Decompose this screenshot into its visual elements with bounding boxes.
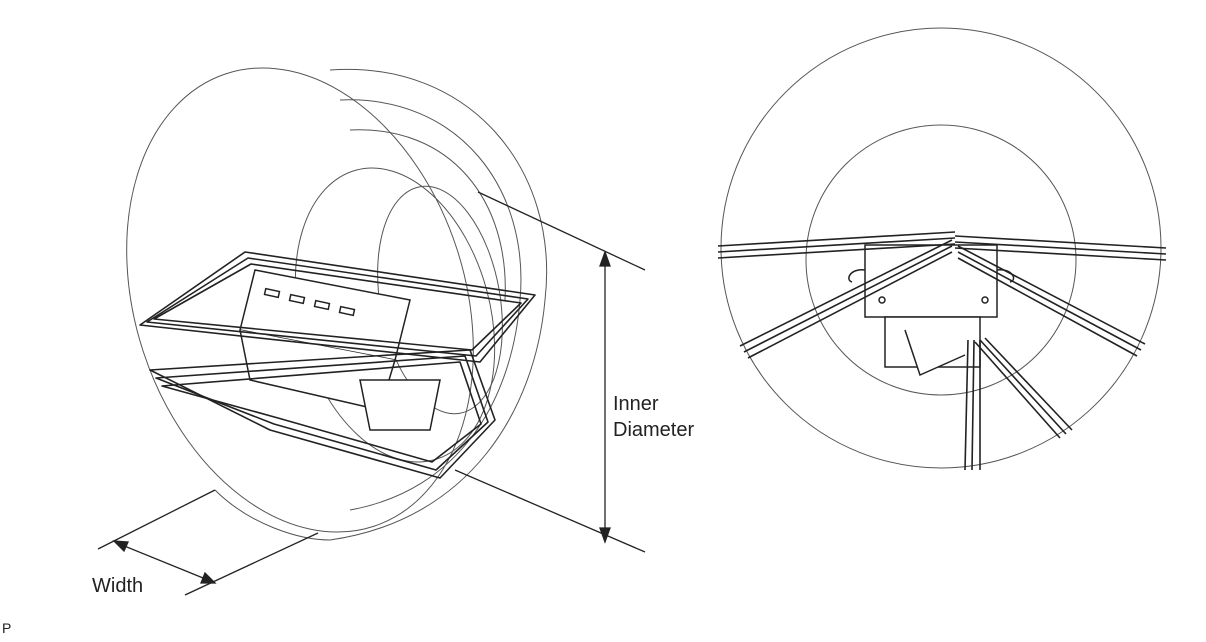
cable-band-lower-1 (149, 349, 496, 479)
mechanism-slot-1 (263, 287, 281, 299)
width-dimension (97, 489, 319, 596)
tire-tread-2 (349, 129, 506, 301)
width-line (121, 544, 209, 581)
right-cable-diag-1 (974, 341, 1061, 439)
width-ext-left (97, 489, 216, 550)
right-cable-left-3 (717, 243, 956, 259)
right-cable-lowleft-2 (743, 245, 953, 353)
cable-band-upper-3 (153, 263, 522, 351)
cable-band-lower-2 (155, 355, 489, 471)
inner-diameter-arrow-bottom (599, 527, 611, 544)
mechanism-lower (359, 379, 441, 431)
right-cable-down-1 (964, 339, 969, 471)
right-cable-down-2 (971, 339, 975, 471)
right-cable-lowleft-3 (747, 251, 953, 359)
right-cable-right-1 (954, 235, 1167, 249)
right-cable-left-2 (717, 237, 956, 253)
tire-bottom-sidewall (214, 489, 331, 541)
right-cable-diag-3 (984, 337, 1073, 431)
right-mechanism-bolt-2 (981, 296, 989, 304)
cable-band-upper-1 (139, 251, 536, 363)
width-label: Width (92, 575, 144, 597)
mechanism-slot-2 (288, 293, 306, 305)
inner-diameter-label-line2: Diameter (613, 419, 695, 441)
right-tire-inner (805, 124, 1077, 396)
right-mechanism-hook-left (848, 269, 866, 283)
right-cable-lowleft-1 (739, 239, 953, 347)
left-mechanism (239, 269, 441, 431)
width-arrow-right (200, 571, 217, 584)
right-cable-lowright-3 (957, 257, 1138, 357)
inner-diameter-dimension (454, 191, 646, 553)
inner-diameter-arrow-top (599, 250, 611, 267)
mechanism-slot-4 (338, 305, 356, 317)
right-cable-right-2 (954, 241, 1167, 255)
inner-diameter-ext-top (477, 191, 646, 271)
tire-outer-back (329, 68, 547, 541)
tire-outer-front (126, 67, 474, 533)
right-cable-lowright-2 (957, 251, 1142, 351)
left-cable-bands (139, 251, 536, 479)
mechanism-slot-3 (313, 299, 331, 311)
figure-code-label: P (2, 620, 12, 636)
width-arrow-left (112, 540, 129, 553)
right-cable-left-1 (717, 231, 956, 247)
right-mechanism (848, 244, 1015, 377)
right-mechanism-bracket (904, 329, 966, 377)
right-cable-right-3 (954, 247, 1167, 261)
cable-band-lower-3 (161, 361, 482, 463)
right-cable-lowright-1 (957, 245, 1146, 345)
right-cable-bands (717, 231, 1167, 471)
right-cable-diag-2 (979, 339, 1067, 435)
inner-diameter-label-line1: Inner (613, 393, 659, 415)
cable-band-upper-2 (146, 257, 529, 357)
right-mechanism-bolt-1 (878, 296, 886, 304)
width-ext-right (184, 532, 319, 596)
inner-diameter-ext-bottom (454, 469, 646, 553)
tire-tread-1 (339, 99, 522, 511)
